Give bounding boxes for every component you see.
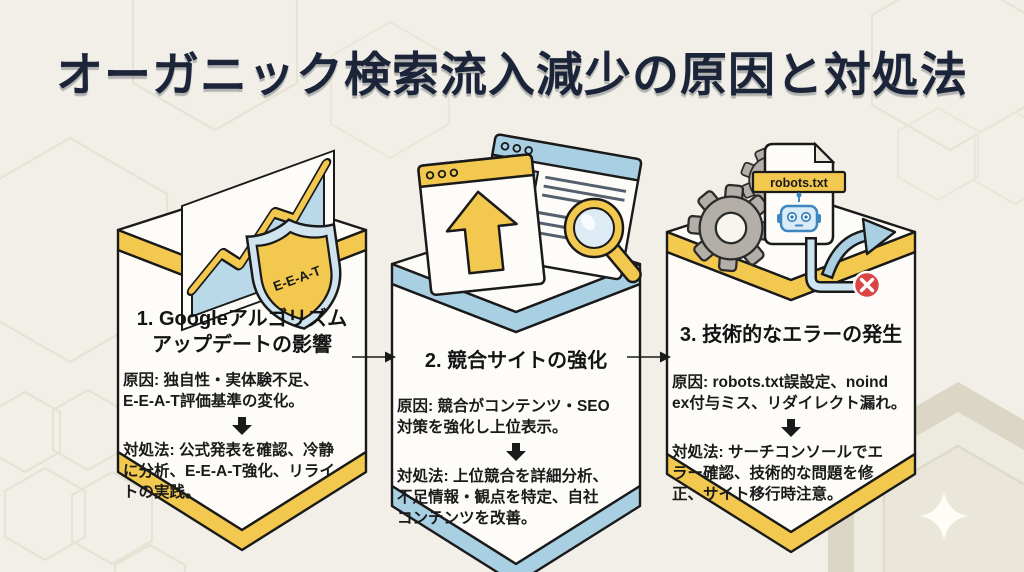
card-bottom-band: [116, 450, 368, 552]
treatment-text: 対処法: 公式発表を確認、冷静 に分析、E-E-A-T強化、リライ トの実践。: [123, 442, 335, 502]
card1-icon-group: E-E-A-T: [181, 149, 342, 332]
robot-icon: [777, 192, 821, 233]
hex-decoration: [113, 543, 187, 572]
hex-decoration: [329, 20, 451, 160]
card-title: 1. Googleアルゴリズム アップデートの影響: [136, 308, 348, 356]
file-label: robots.txt: [770, 176, 828, 190]
card-google-algorithm: E-E-A-T 1. Googleアルゴリズム アップデートの影響 原因: 独自…: [114, 149, 370, 558]
robots-txt-file-icon: robots.txt: [751, 141, 847, 246]
card-content: 3. 技術的なエラーの発生 原因: robots.txt誤設定、noind ex…: [672, 322, 910, 505]
card-title: 3. 技術的なエラーの発生: [679, 324, 903, 346]
down-arrow-icon: [781, 419, 801, 438]
eeat-shield-icon: E-E-A-T: [245, 218, 342, 330]
card3-icon-group: robots.txt: [683, 136, 897, 300]
hex-decoration: [870, 0, 1024, 152]
flow-arrow-icon: [352, 351, 396, 363]
hex-decoration: [70, 470, 154, 566]
browser-window-front-icon: [417, 153, 546, 297]
hex-decoration: [0, 390, 62, 474]
card-top-band: [390, 262, 642, 334]
sparkle-icon: [920, 492, 968, 540]
cause-text: 原因: robots.txt誤設定、noind ex付与ミス、リダイレクト漏れ。: [672, 374, 907, 413]
down-arrow-icon: [232, 417, 252, 436]
up-arrow-icon: [445, 190, 518, 275]
flow-arrow-icon: [627, 351, 671, 363]
card-title: 2. 競合サイトの強化: [424, 350, 608, 372]
hex-decoration: [973, 110, 1024, 206]
card-competitor-sites: 2. 競合サイトの強化 原因: 競合がコンテンツ・SEO 対策を強化し上位表示。…: [388, 133, 644, 572]
redirect-error-icon: [805, 217, 897, 300]
hex-decoration: [896, 106, 980, 202]
card-content: 1. Googleアルゴリズム アップデートの影響 原因: 独自性・実体験不足、…: [123, 306, 361, 503]
card-top-band: [665, 230, 917, 302]
page-title: オーガニック検索流入減少の原因と対処法: [56, 48, 968, 101]
card-bottom-band: [390, 484, 642, 572]
treatment-text: 対処法: 上位競合を詳細分析、 不足情報・観点を特定、自社 コンテンツを改善。: [397, 468, 608, 528]
treatment-text: 対処法: サーチコンソールでエ ラー確認、技術的な問題を修 正、サイト移行時注意…: [672, 444, 883, 504]
card-bottom-band: [665, 452, 917, 554]
magnifier-icon: [563, 197, 642, 284]
hex-decoration: [51, 388, 125, 472]
hex-decoration: [131, 0, 299, 132]
error-badge-icon: [852, 270, 882, 300]
card-technical-errors: robots.txt: [663, 136, 919, 560]
cause-text: 原因: 競合がコンテンツ・SEO 対策を強化し上位表示。: [397, 398, 610, 437]
hex-decoration: [0, 136, 169, 364]
card-content: 2. 競合サイトの強化 原因: 競合がコンテンツ・SEO 対策を強化し上位表示。…: [397, 348, 635, 529]
cause-text: 原因: 独自性・実体験不足、 E-E-A-T評価基準の変化。: [123, 372, 319, 411]
down-arrow-icon: [506, 443, 526, 462]
hex-decoration: [3, 466, 87, 562]
card2-icon-group: [417, 133, 643, 297]
